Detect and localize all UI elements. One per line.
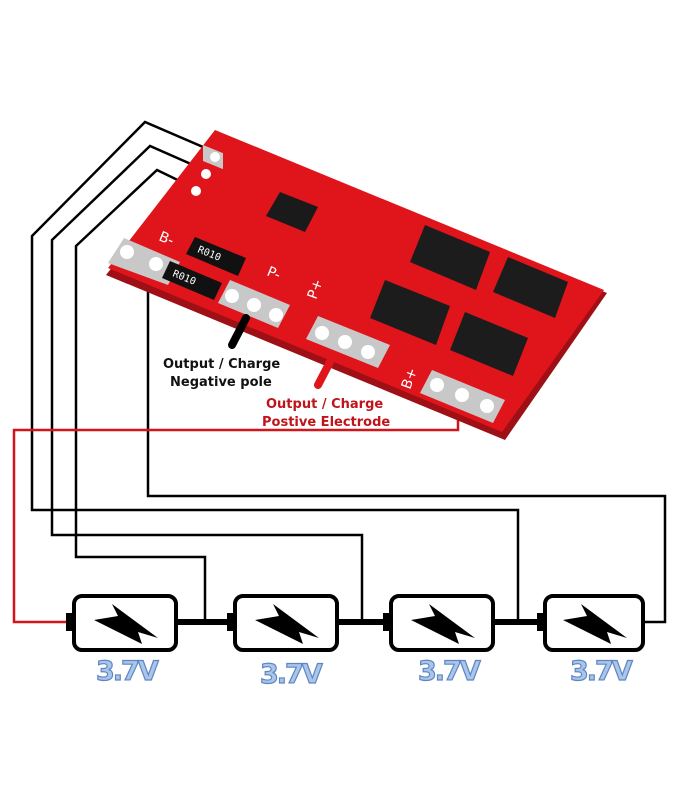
label-b-minus: B-	[157, 229, 177, 249]
battery-3-voltage: 3.7V	[418, 656, 481, 687]
controller-ic	[266, 192, 318, 232]
positive-label-line1: Output / Charge	[266, 397, 383, 412]
positive-pointer	[314, 358, 334, 389]
shunt-resistors: R010 R010	[162, 237, 246, 300]
battery-2	[227, 594, 339, 652]
pcb-board: B- R010 R010 P- P+ B+	[106, 130, 607, 440]
battery-1-voltage: 3.7V	[96, 656, 159, 687]
wire-b2	[50, 144, 364, 622]
battery-1	[66, 594, 178, 652]
label-b-plus: B+	[399, 366, 421, 392]
balance-pins	[191, 145, 223, 196]
lightning-icon	[563, 604, 627, 644]
mosfets	[370, 225, 568, 376]
lightning-icon	[255, 604, 319, 644]
battery-2-voltage: 3.7V	[260, 659, 323, 690]
battery-4-voltage: 3.7V	[570, 656, 633, 687]
battery-3	[383, 594, 495, 652]
label-p-minus: P-	[265, 264, 283, 284]
wire-b1	[74, 168, 207, 622]
label-p-plus: P+	[305, 277, 327, 301]
negative-pointer	[228, 314, 250, 349]
wire-b3	[30, 120, 520, 622]
negative-label-line2: Negative pole	[170, 375, 272, 390]
positive-label-line2: Postive Electrode	[262, 415, 390, 430]
lightning-icon	[94, 604, 158, 644]
negative-label-line1: Output / Charge	[163, 357, 280, 372]
lightning-icon	[411, 604, 475, 644]
balance-wires	[30, 120, 667, 624]
wire-b-minus	[146, 262, 667, 624]
battery-4	[537, 594, 645, 652]
